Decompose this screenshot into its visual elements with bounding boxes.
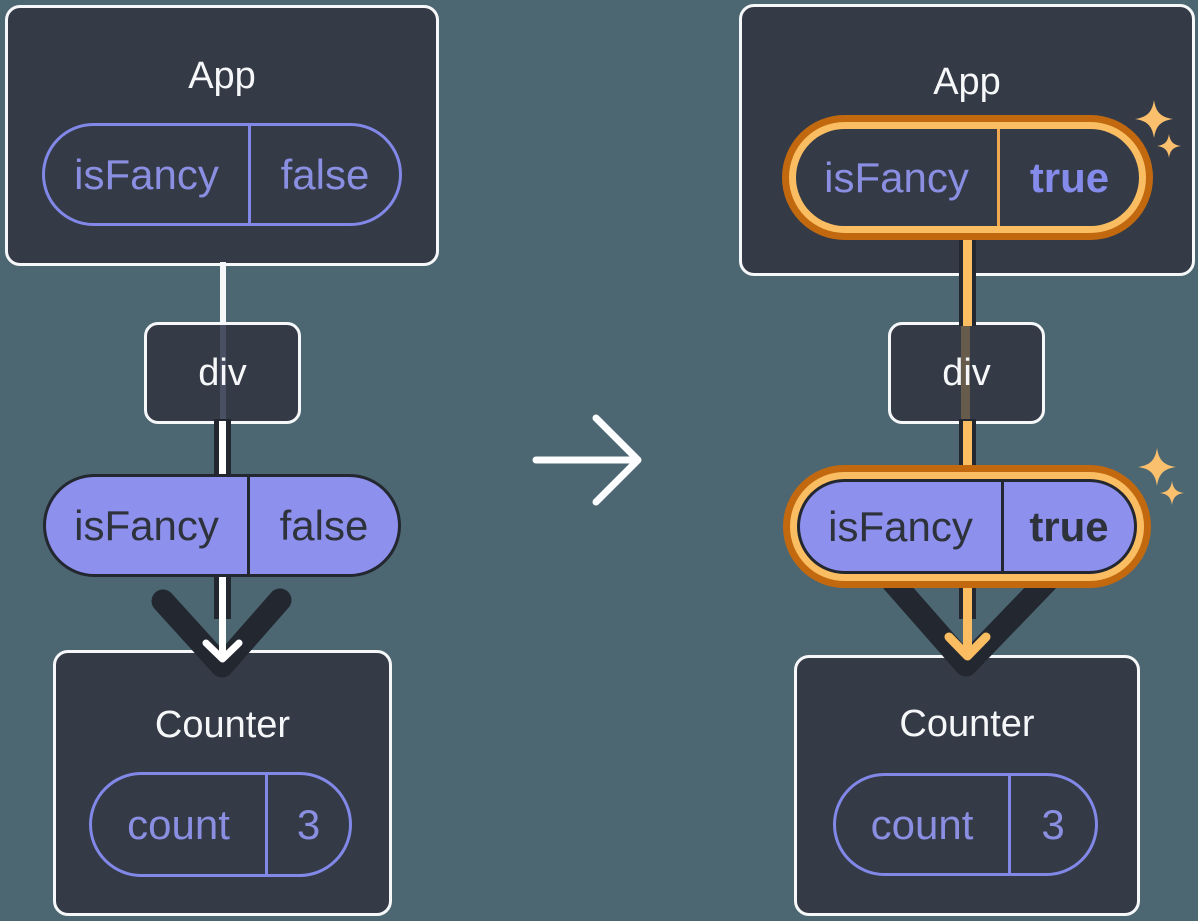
state-pill: count 3 bbox=[833, 773, 1098, 876]
counter-title: Counter bbox=[899, 703, 1035, 745]
prop-name: isFancy bbox=[828, 502, 973, 550]
chevron-arrow-icon bbox=[881, 570, 1058, 677]
prop-value: true bbox=[1001, 482, 1134, 571]
sparkle-icon bbox=[1138, 448, 1176, 486]
sparkle-icon bbox=[1157, 134, 1181, 158]
prop-pass-through-line bbox=[220, 325, 226, 421]
prop-flow-line bbox=[220, 262, 226, 324]
app-title: App bbox=[933, 61, 1001, 103]
prop-value: false bbox=[248, 126, 399, 223]
state-value: 3 bbox=[1008, 776, 1095, 873]
sparkle-icon bbox=[1135, 100, 1173, 138]
passed-prop-pill-highlighted: isFancy true bbox=[797, 479, 1137, 574]
counter-title: Counter bbox=[154, 704, 291, 746]
div-label: div bbox=[198, 351, 247, 394]
sparkle-icon bbox=[1160, 481, 1184, 505]
prop-value: true bbox=[997, 129, 1139, 226]
prop-value: false bbox=[247, 477, 398, 574]
app-title: App bbox=[188, 55, 256, 97]
state-name: count bbox=[870, 800, 974, 848]
passed-prop-pill: isFancy false bbox=[43, 474, 401, 577]
prop-name: isFancy bbox=[74, 501, 219, 549]
div-label: div bbox=[942, 351, 991, 394]
app-prop-pill-highlighted: isFancy true bbox=[796, 129, 1139, 226]
transition-arrow-icon bbox=[532, 414, 642, 506]
div-node-box: div bbox=[888, 322, 1045, 424]
state-pill: count 3 bbox=[89, 772, 352, 877]
prop-name: isFancy bbox=[824, 153, 969, 201]
prop-flow-arrow-head bbox=[202, 639, 243, 663]
prop-flow-arrow-head bbox=[944, 632, 991, 661]
prop-pass-through-line bbox=[961, 325, 970, 421]
chevron-arrow-icon bbox=[151, 588, 292, 678]
prop-name: isFancy bbox=[74, 150, 219, 198]
state-value: 3 bbox=[265, 775, 349, 874]
state-name: count bbox=[127, 800, 230, 848]
app-prop-pill: isFancy false bbox=[42, 123, 402, 226]
